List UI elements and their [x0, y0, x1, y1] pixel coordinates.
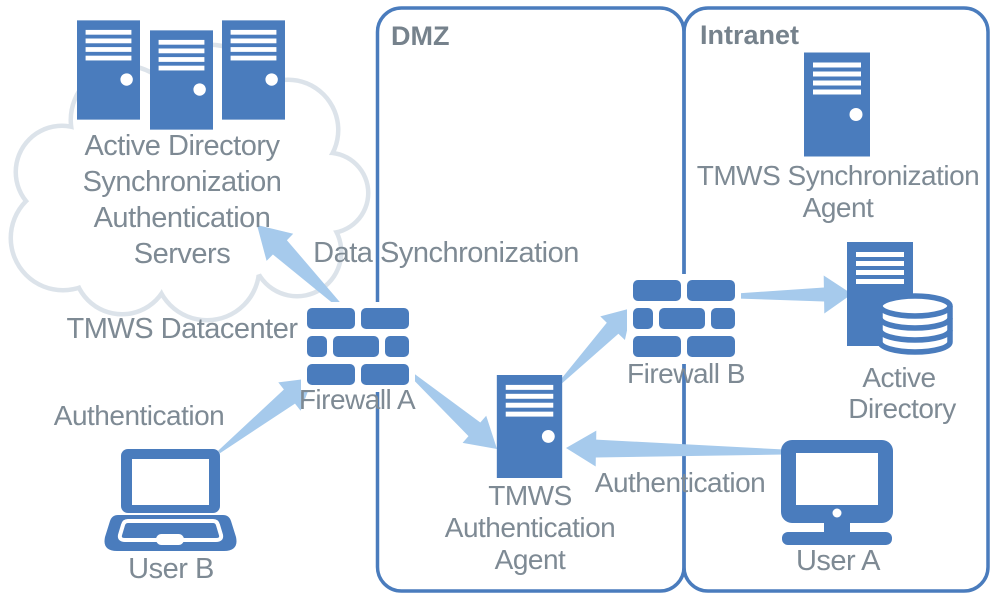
- svg-text:Servers: Servers: [134, 238, 230, 270]
- firewall-b-icon: [627, 274, 741, 364]
- arrow-firewalla-to-authagent: [403, 366, 497, 449]
- arrow-firewallb-to-activedirectory: [736, 275, 852, 314]
- active-directory-label: Active Directory: [848, 362, 957, 424]
- svg-text:Agent: Agent: [803, 192, 874, 223]
- touchpad: [156, 534, 184, 545]
- firewall-a-icon: [301, 302, 415, 392]
- user-b-laptop-icon: [104, 449, 237, 551]
- firewall-a-label: Firewall A: [299, 384, 416, 415]
- tmws-sync-agent-label: TMWS Synchronization Agent: [697, 160, 980, 223]
- arrow-authagent-to-firewallb: [557, 308, 632, 385]
- arrow-firewalla-to-cloud: [257, 225, 342, 308]
- svg-text:Directory: Directory: [848, 393, 956, 424]
- arrow-userb-to-firewalla: [218, 378, 313, 454]
- tmws-auth-agent-label: TMWS Authentication Agent: [445, 480, 616, 575]
- server-icon: [222, 20, 285, 120]
- svg-text:Active: Active: [862, 362, 935, 393]
- tmws-datacenter-label: TMWS Datacenter: [67, 313, 299, 345]
- svg-text:Authentication: Authentication: [94, 202, 271, 234]
- data-synchronization-label: Data Synchronization: [313, 237, 579, 269]
- userb-authentication-label: Authentication: [54, 400, 224, 431]
- svg-text:Authentication: Authentication: [445, 512, 615, 543]
- firewall-b-label: Firewall B: [627, 358, 745, 389]
- server-icon: [150, 30, 213, 130]
- usera-authentication-label: Authentication: [595, 467, 765, 498]
- svg-text:Active Directory: Active Directory: [84, 130, 280, 162]
- dmz-label: DMZ: [391, 21, 449, 51]
- tmws-auth-agent-server-icon: [496, 375, 563, 478]
- active-directory-sync-servers-icon: [77, 20, 285, 130]
- user-a-label: User A: [796, 545, 881, 577]
- datacenter-cloud-label: Active Directory Synchronization Authent…: [83, 130, 282, 270]
- arrow-usera-to-authagent: [566, 430, 784, 467]
- tmws-sync-agent-server-icon: [804, 52, 870, 157]
- user-b-label: User B: [128, 553, 214, 585]
- database-icon: [877, 293, 953, 355]
- svg-text:Agent: Agent: [495, 544, 566, 575]
- intranet-label: Intranet: [700, 20, 799, 50]
- svg-text:TMWS: TMWS: [488, 480, 572, 511]
- svg-text:TMWS Synchronization: TMWS Synchronization: [697, 160, 980, 191]
- user-a-desktop-icon: [781, 440, 893, 545]
- active-directory-icon: [847, 242, 953, 355]
- svg-text:Synchronization: Synchronization: [83, 166, 282, 198]
- server-icon: [77, 20, 140, 120]
